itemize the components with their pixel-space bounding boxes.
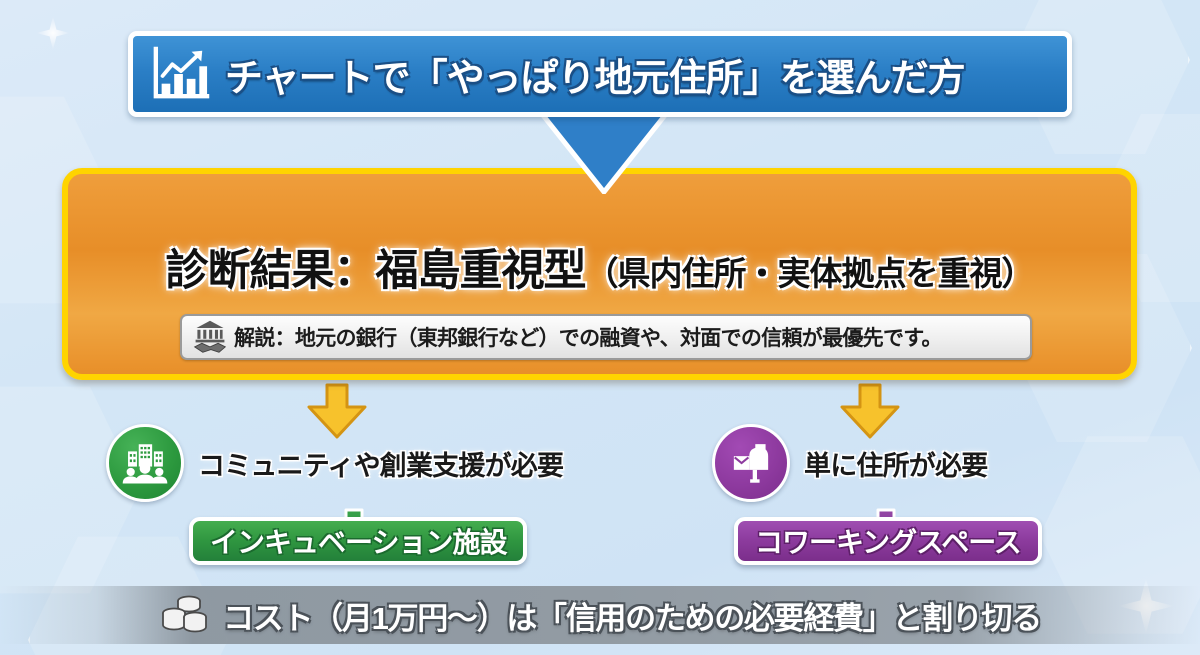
result-title-sub: （県内住所・実体拠点を重視） xyxy=(585,255,1035,292)
header-title: チャートで「やっぱり地元住所」を選んだ方 xyxy=(225,57,966,100)
result-title-main: 診断結果：福島重視型 xyxy=(165,247,587,295)
mailbox-envelope-icon xyxy=(712,424,790,502)
explanation-text: 解説：地元の銀行（東邦銀行など）での融資や、対面での信頼が最優先です。 xyxy=(234,327,942,350)
result-title: 診断結果：福島重視型（県内住所・実体拠点を重視） xyxy=(68,236,1131,298)
diagnosis-result-box: 診断結果：福島重視型（県内住所・実体拠点を重視） 解説：地元の銀行（東邦銀行など… xyxy=(62,168,1137,380)
branch-arrow-right xyxy=(840,383,900,439)
bar-chart-growth-icon xyxy=(153,46,210,99)
footer-bar: コスト（月1万円〜）は「信用のための必要経費」と割り切る xyxy=(0,586,1200,644)
blue-down-arrow xyxy=(540,112,668,194)
result-pill-incubation[interactable]: インキュベーション施設 xyxy=(189,517,528,565)
pill-coworking-label: コワーキングスペース xyxy=(755,527,1022,558)
branch-right-condition: 単に住所が必要 xyxy=(804,450,988,481)
sparkle-icon xyxy=(36,16,70,50)
explanation-box: 解説：地元の銀行（東邦銀行など）での融資や、対面での信頼が最優先です。 xyxy=(180,314,1032,360)
header-banner: チャートで「やっぱり地元住所」を選んだ方 xyxy=(128,31,1072,117)
branch-community: コミュニティや創業支援が必要 インキュベーション施設 xyxy=(106,424,564,565)
building-people-glyph xyxy=(122,444,168,484)
footer-text: コスト（月1万円〜）は「信用のための必要経費」と割り切る xyxy=(223,600,1042,636)
branch-left-header: コミュニティや創業支援が必要 xyxy=(106,424,564,502)
branch-right-header: 単に住所が必要 xyxy=(712,424,988,502)
branch-address-only: 単に住所が必要 コワーキングスペース xyxy=(712,424,1042,565)
community-building-people-icon xyxy=(106,424,184,502)
bank-handshake-icon xyxy=(193,320,227,353)
branch-arrow-left xyxy=(307,383,367,439)
result-pill-coworking[interactable]: コワーキングスペース xyxy=(734,517,1042,565)
coin-stack-icon xyxy=(162,595,207,633)
mailbox-glyph xyxy=(733,444,769,483)
branch-left-condition: コミュニティや創業支援が必要 xyxy=(198,450,564,481)
pill-incubation-label: インキュベーション施設 xyxy=(210,527,507,558)
